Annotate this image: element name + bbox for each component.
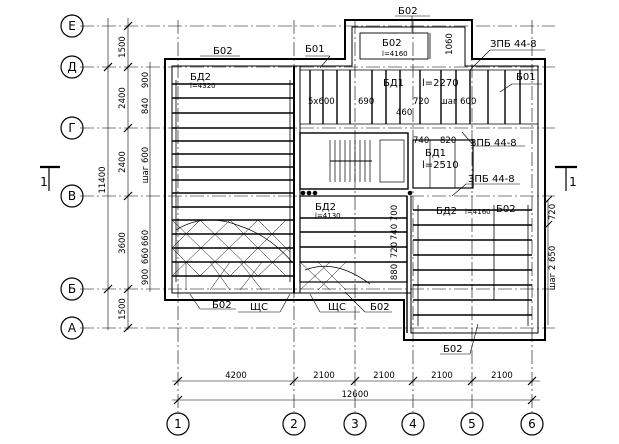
svg-text:Г: Г	[68, 121, 75, 135]
leader-lines	[189, 15, 545, 355]
label-740: 740	[413, 136, 429, 146]
label-l4160: l=4160	[465, 208, 491, 216]
axis-marker-1: 1	[166, 412, 190, 436]
label-720r: 720	[548, 204, 558, 220]
svg-text:4: 4	[409, 417, 417, 431]
label-bd2-right: БД2	[436, 206, 457, 217]
dim-3600: 3600	[118, 232, 128, 254]
slab-panels-left	[171, 80, 294, 291]
svg-text:3: 3	[351, 417, 359, 431]
axis-marker-g: Г	[60, 116, 84, 140]
label-bd2-left: БД2	[190, 72, 211, 83]
axis-marker-a: А	[60, 316, 84, 340]
section-mark-right: 1	[555, 165, 577, 191]
dim-2100-c: 2100	[431, 371, 453, 381]
slab-ribs-right	[413, 195, 553, 326]
svg-text:6: 6	[528, 417, 536, 431]
label-700: 700	[390, 205, 400, 221]
svg-text:1: 1	[40, 175, 48, 189]
label-zpb-3: ЗПБ 44-8	[468, 174, 515, 185]
label-l2270: l=2270	[422, 78, 459, 89]
dim-4200: 4200	[225, 371, 247, 381]
label-b01-left: Б01	[305, 44, 325, 55]
label-b02-bm: Б02	[370, 302, 390, 313]
label-b02-right: Б02	[496, 204, 516, 215]
dim-12600-total: 12600	[341, 390, 368, 400]
dim-1500-top: 1500	[118, 36, 128, 58]
label-shag-right: шаг 2 650	[548, 246, 558, 291]
axis-markers-letters: Е Д Г В Б А	[60, 14, 84, 340]
axis-marker-b: Б	[60, 277, 84, 301]
dim-900: 900	[141, 72, 151, 88]
dim-2400-b: 2400	[118, 151, 128, 173]
axis-marker-d: Д	[60, 55, 84, 79]
svg-text:Д: Д	[67, 60, 76, 74]
slab-ribs-upper-middle	[300, 69, 538, 125]
label-720: 720	[413, 97, 429, 107]
svg-text:В: В	[68, 189, 76, 203]
label-b02-pocket: Б02	[382, 38, 402, 49]
axis-marker-6: 6	[520, 412, 544, 436]
label-shs-2: ЩС	[328, 302, 346, 313]
svg-text:5: 5	[468, 417, 476, 431]
svg-text:1: 1	[569, 175, 577, 189]
section-mark-left: 1	[40, 165, 60, 191]
label-460: 460	[396, 108, 412, 118]
label-l4320: l=4320	[190, 82, 216, 90]
label-880: 880	[390, 264, 400, 280]
dim-2400-a: 2400	[118, 87, 128, 109]
label-740b: 740	[390, 224, 400, 240]
axis-marker-e: Е	[60, 14, 84, 38]
label-720b: 720	[390, 242, 400, 258]
label-b02-topleft: Б02	[213, 46, 233, 57]
axis-marker-2: 2	[282, 412, 306, 436]
svg-text:2: 2	[290, 417, 298, 431]
svg-text:1: 1	[174, 417, 182, 431]
dim-2100-d: 2100	[491, 371, 513, 381]
label-zpb-2: ЗПБ 44-8	[470, 138, 517, 149]
dim-900-b: 900	[141, 269, 151, 285]
label-bd1-b: БД1	[425, 148, 446, 159]
label-bd1: БД1	[383, 78, 404, 89]
dim-shag-600: шаг 600	[141, 147, 151, 183]
stair-block	[329, 139, 474, 189]
label-bd2-mid: БД2	[315, 202, 336, 213]
label-b02-bl: Б02	[212, 300, 232, 311]
dim-11400-total: 11400	[98, 166, 108, 193]
label-l4160-pocket: l=4160	[382, 50, 408, 58]
dim-660-b: 660	[141, 230, 151, 246]
left-dimension-chain: 1500 2400 2400 3600 1500 11400 900 840 ш…	[98, 18, 151, 333]
axis-markers-numbers: 1 2 3 4 5 6	[166, 412, 544, 436]
bottom-dimension-chain: 4200 2100 2100 2100 2100 12600	[172, 371, 540, 405]
dim-660-a: 660	[141, 248, 151, 264]
dim-2100-a: 2100	[313, 371, 335, 381]
axis-marker-4: 4	[401, 412, 425, 436]
annotations: Б02 Б02 Б02 l=4160 1060 ЗПБ 44-8 Б01 Б01…	[190, 6, 558, 355]
label-b02-top: Б02	[398, 6, 418, 17]
slab-ribs-lower-middle	[299, 190, 413, 291]
label-shag600: шаг 600	[440, 97, 476, 107]
svg-text:Е: Е	[68, 19, 76, 33]
axis-marker-3: 3	[343, 412, 367, 436]
label-820: 820	[440, 136, 456, 146]
axis-marker-v: В	[60, 184, 84, 208]
label-b01-right: Б01	[516, 72, 536, 83]
label-b02-bottom: Б02	[443, 344, 463, 355]
label-l2510: l=2510	[422, 160, 459, 171]
svg-text:Б: Б	[68, 282, 76, 296]
label-l4130: l=4130	[315, 212, 341, 220]
axis-marker-5: 5	[460, 412, 484, 436]
label-1060: 1060	[445, 33, 455, 55]
label-shs-1: ЩС	[250, 302, 268, 313]
label-690: 690	[358, 97, 374, 107]
dim-840: 840	[141, 98, 151, 114]
label-5x600: 5х600	[308, 97, 335, 107]
dim-2100-b: 2100	[373, 371, 395, 381]
dim-1500-bottom: 1500	[118, 298, 128, 320]
svg-text:А: А	[68, 321, 77, 335]
label-zpb-1: ЗПБ 44-8	[490, 39, 537, 50]
